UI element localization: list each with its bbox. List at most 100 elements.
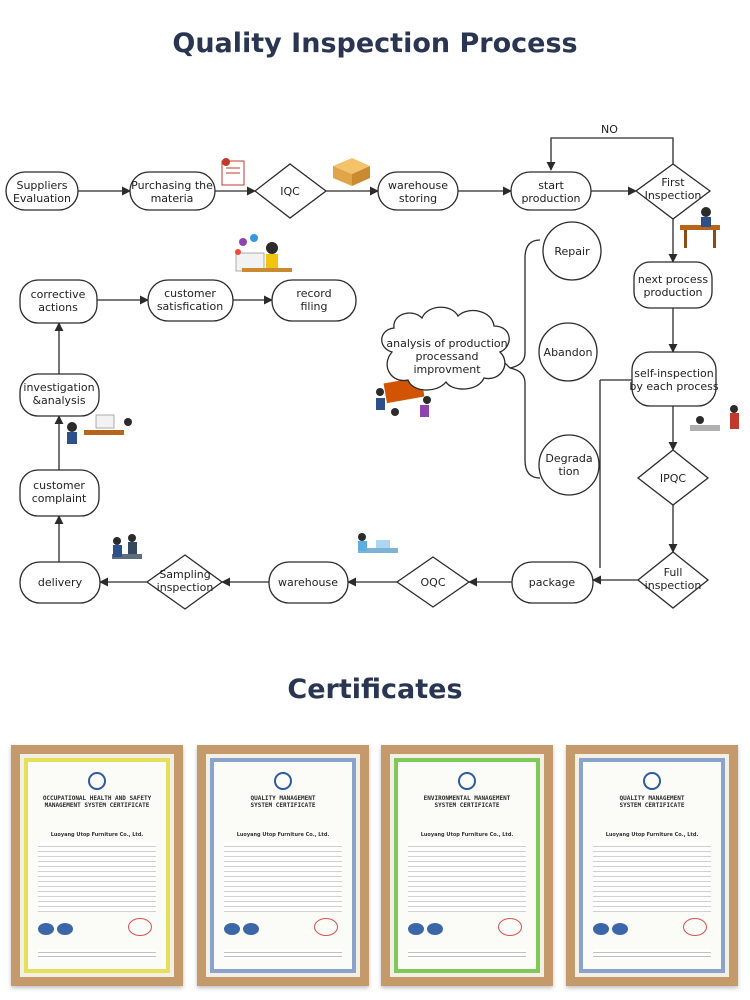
accreditation-badges — [408, 920, 468, 935]
svg-text:IPQC: IPQC — [660, 472, 687, 485]
red-seal-stamp — [498, 918, 522, 936]
node-investigation: investigation&analysis — [19, 373, 100, 417]
certificate-heading: QUALITY MANAGEMENT SYSTEM CERTIFICATE — [250, 795, 316, 809]
certificate-body-text — [593, 842, 711, 912]
certificate-border: QUALITY MANAGEMENT SYSTEM CERTIFICATE Lu… — [210, 758, 356, 973]
certificate-footer-text — [38, 949, 156, 959]
cnas-badge-icon — [57, 923, 73, 935]
svg-text:Repair: Repair — [554, 245, 590, 258]
certification-logo-icon — [458, 772, 476, 790]
certificate-body-text — [224, 842, 342, 912]
accreditation-badges — [38, 920, 98, 935]
sampling-worker-illustration — [112, 534, 142, 559]
svg-text:IQC: IQC — [280, 185, 300, 198]
iaf-badge-icon — [593, 923, 609, 935]
certificate-footer-text — [224, 949, 342, 959]
node-abandon: Abandon — [538, 322, 598, 382]
certification-logo-icon — [274, 772, 292, 790]
certificate-footer-text — [593, 949, 711, 959]
certificate-border: QUALITY MANAGEMENT SYSTEM CERTIFICATE Lu… — [579, 758, 725, 973]
accreditation-badges — [224, 920, 284, 935]
node-package: package — [511, 561, 594, 604]
certificate-footer-text — [408, 949, 526, 959]
invoice-illustration — [221, 158, 245, 186]
node-delivery: delivery — [19, 561, 101, 604]
certificate-heading: QUALITY MANAGEMENT SYSTEM CERTIFICATE — [619, 795, 685, 809]
certificate-border: OCCUPATIONAL HEALTH AND SAFETY MANAGEMEN… — [24, 758, 170, 973]
outcomes-bracket — [509, 239, 541, 479]
accreditation-badges — [593, 920, 653, 935]
red-seal-stamp — [128, 918, 152, 936]
office-worker-illustration — [235, 234, 292, 272]
cnas-badge-icon — [427, 923, 443, 935]
certificate-qms-2: QUALITY MANAGEMENT SYSTEM CERTIFICATE Lu… — [566, 745, 738, 986]
cnas-badge-icon — [243, 923, 259, 935]
certificate-body-text — [38, 842, 156, 912]
certificates-title: Certificates — [287, 674, 463, 705]
certificate-qms-1: QUALITY MANAGEMENT SYSTEM CERTIFICATE Lu… — [197, 745, 369, 986]
certificate-border: ENVIRONMENTAL MANAGEMENT SYSTEM CERTIFIC… — [394, 758, 540, 973]
inspector-desk-illustration — [680, 207, 720, 248]
self-inspection-illustration — [690, 405, 739, 431]
iaf-badge-icon — [408, 923, 424, 935]
box-illustration — [333, 158, 370, 186]
certificate-company: Luoyang Utop Furniture Co., Ltd. — [50, 832, 144, 838]
oqc-worker-illustration — [358, 533, 398, 553]
node-warehouse: warehouse — [268, 561, 349, 604]
analysis-desk-illustration — [67, 414, 132, 444]
node-repair: Repair — [542, 221, 602, 281]
certificate-ems: ENVIRONMENTAL MANAGEMENT SYSTEM CERTIFIC… — [381, 745, 553, 986]
red-seal-stamp — [314, 918, 338, 936]
flow-edges — [54, 137, 678, 587]
certificate-ohsms: OCCUPATIONAL HEALTH AND SAFETY MANAGEMEN… — [11, 745, 183, 986]
svg-text:package: package — [529, 576, 576, 589]
certification-logo-icon — [643, 772, 661, 790]
svg-text:delivery: delivery — [38, 576, 83, 589]
certificate-heading: ENVIRONMENTAL MANAGEMENT SYSTEM CERTIFIC… — [423, 795, 511, 809]
certificate-body-text — [408, 842, 526, 912]
process-title: Quality Inspection Process — [172, 28, 578, 59]
node-oqc: OQC — [395, 556, 471, 608]
iaf-badge-icon — [38, 923, 54, 935]
svg-text:investigation&analysis: investigation&analysis — [23, 381, 94, 407]
no-label: NO — [601, 123, 618, 136]
certificate-company: Luoyang Utop Furniture Co., Ltd. — [605, 832, 699, 838]
certification-logo-icon — [88, 772, 106, 790]
certificate-company: Luoyang Utop Furniture Co., Ltd. — [236, 832, 330, 838]
edge-first-inspection-no-loop — [546, 137, 674, 171]
node-ipqc: IPQC — [636, 449, 710, 506]
iaf-badge-icon — [224, 923, 240, 935]
svg-text:warehouse: warehouse — [278, 576, 338, 589]
red-seal-stamp — [683, 918, 707, 936]
svg-text:OQC: OQC — [421, 576, 446, 589]
cnas-badge-icon — [612, 923, 628, 935]
